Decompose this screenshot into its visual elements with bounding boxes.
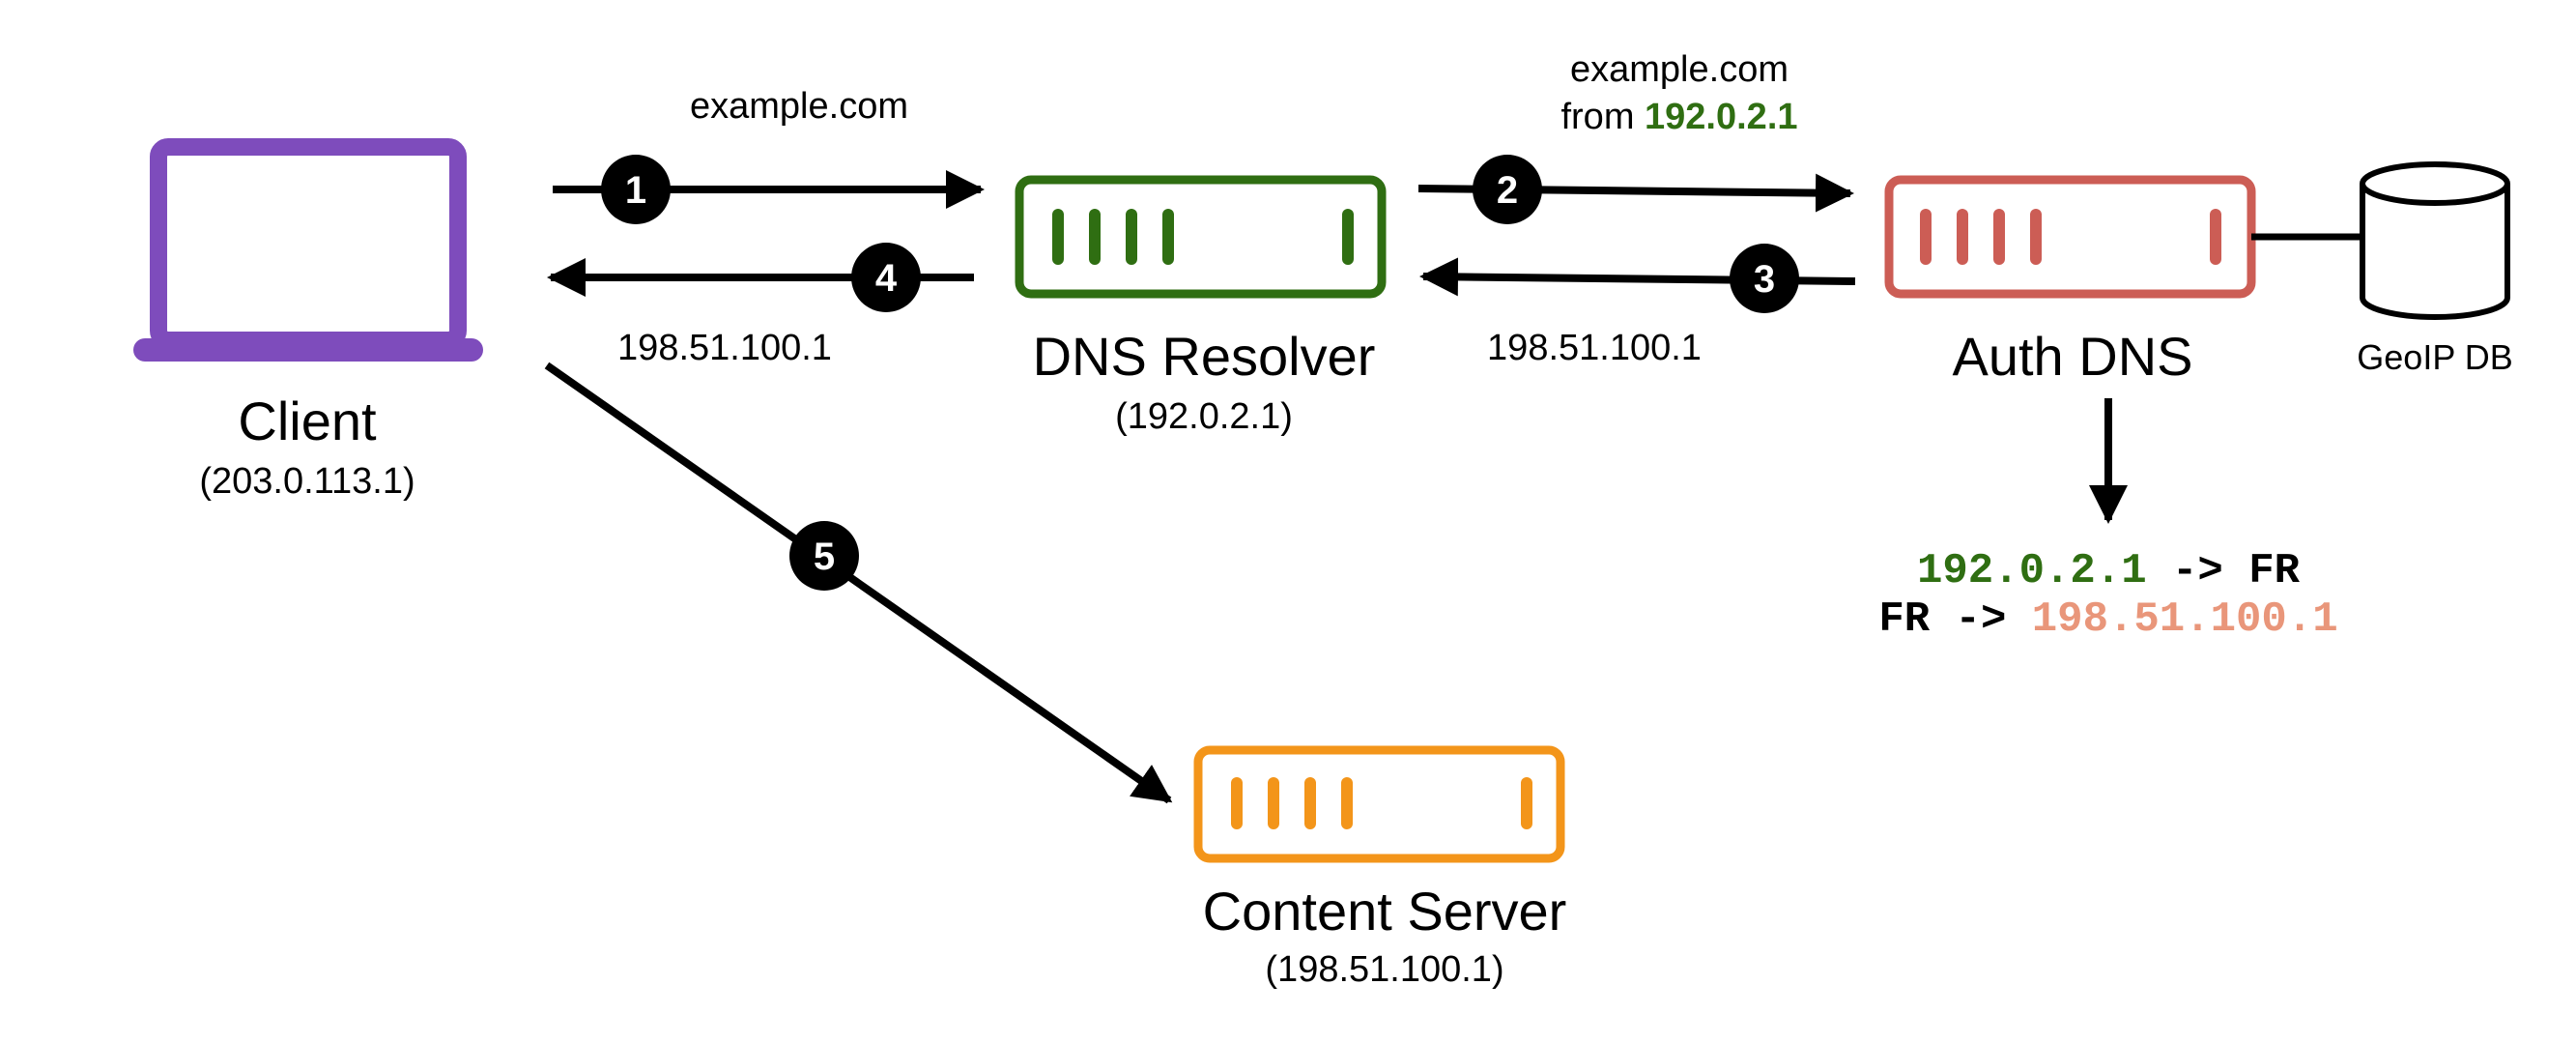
dns-resolver-server-icon (1015, 175, 1387, 299)
resolver-name: DNS Resolver (1033, 326, 1376, 387)
step-number: 3 (1754, 258, 1775, 301)
step-2-source-ip: 192.0.2.1 (1645, 97, 1797, 137)
step-badge-3: 3 (1730, 244, 1799, 313)
content-server-icon (1193, 745, 1565, 863)
mapping-line-1: 192.0.2.1 -> FR (1917, 547, 2301, 595)
mapping-country: FR -> (1878, 595, 2031, 644)
step-number: 1 (625, 169, 646, 212)
step-4-label: 198.51.100.1 (617, 328, 832, 368)
mapping-to-country: -> FR (2147, 547, 2301, 595)
step-badge-1: 1 (601, 155, 671, 224)
client-name: Client (238, 391, 377, 451)
step-badge-2: 2 (1473, 155, 1542, 224)
client-laptop-icon (133, 138, 483, 362)
content-server-ip: (198.51.100.1) (1265, 949, 1503, 990)
step-1-label: example.com (690, 86, 908, 127)
mapping-line-2: FR -> 198.51.100.1 (1878, 595, 2337, 644)
step-number: 5 (814, 536, 835, 578)
step-number: 2 (1497, 169, 1518, 212)
mapping-content-ip: 198.51.100.1 (2032, 595, 2338, 644)
step-2-label-line2: from 192.0.2.1 (1560, 97, 1797, 137)
auth-dns-name: Auth DNS (1953, 326, 2193, 387)
step-2-from-text: from (1560, 97, 1645, 137)
mapping-resolver-ip: 192.0.2.1 (1917, 547, 2147, 595)
step-2-label-line1: example.com (1570, 49, 1789, 90)
content-server-name: Content Server (1203, 881, 1567, 942)
client-ip: (203.0.113.1) (199, 461, 415, 502)
step-badge-5: 5 (789, 521, 859, 591)
step-badge-4: 4 (851, 243, 921, 312)
resolver-ip: (192.0.2.1) (1115, 396, 1293, 437)
geoip-database-icon (2360, 161, 2510, 320)
arrow-step-5 (544, 362, 1173, 804)
step-number: 4 (875, 257, 898, 300)
step-3-label: 198.51.100.1 (1487, 328, 1702, 368)
auth-dns-server-icon (1884, 175, 2256, 299)
geoip-name: GeoIP DB (2357, 337, 2512, 377)
